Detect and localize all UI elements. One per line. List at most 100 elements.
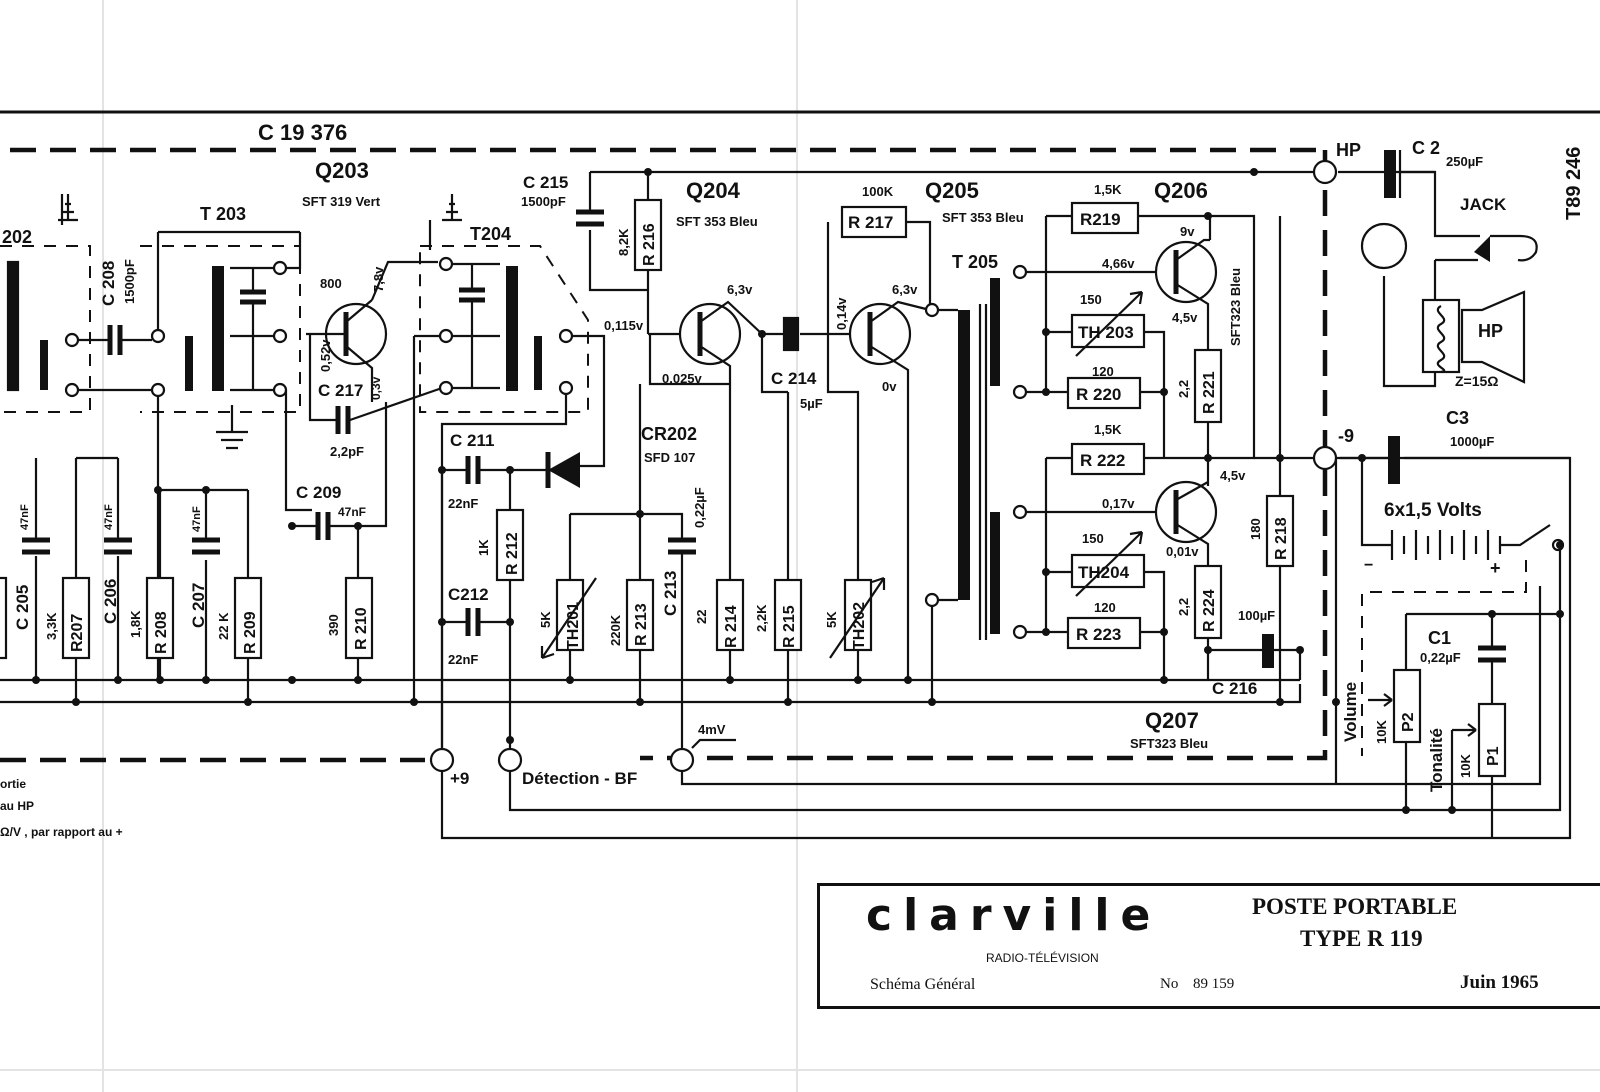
c3-name: C3 (1446, 408, 1469, 428)
q206-name: Q206 (1154, 178, 1208, 203)
c1-value: 0,22µF (1420, 650, 1461, 665)
r216-name: R 216 (641, 223, 658, 266)
r215-name: R 215 (781, 605, 798, 648)
q205-ve: 0v (882, 379, 897, 394)
r216-resistor (633, 198, 663, 272)
r216-value: 8,2K (616, 228, 631, 256)
minus9-label: -9 (1338, 426, 1354, 446)
terminal (558, 328, 574, 344)
r218-value: 180 (1248, 518, 1263, 540)
speaker-label: HP (1478, 321, 1503, 341)
r220-resistor (1066, 376, 1142, 410)
q206-vc: 9v (1180, 224, 1195, 239)
drawing-code: C 19 376 (258, 120, 347, 145)
wire (412, 262, 500, 702)
p1-name: P1 (1485, 746, 1502, 766)
terminal (272, 382, 288, 398)
wire (284, 232, 312, 512)
r214-value: 22 (694, 610, 709, 624)
signal-label: 4mV (698, 722, 726, 737)
r208-resistor (145, 576, 175, 660)
wire (440, 740, 684, 749)
c2-value: 250µF (1446, 154, 1483, 169)
c214-capacitor (782, 316, 800, 352)
drawing-number: 89 159 (1193, 976, 1235, 992)
th201-arrow-icon (540, 577, 597, 660)
c207-name: C 207 (189, 583, 208, 628)
hp-terminal (1312, 159, 1338, 185)
q206-leads (1175, 238, 1210, 350)
r213-value: 220K (608, 614, 623, 646)
cr202-diode-icon (548, 452, 580, 488)
q207-transistor (1154, 480, 1218, 544)
c3-value: 1000µF (1450, 434, 1494, 449)
th202-arrow-icon (829, 576, 886, 659)
q207-leads (1175, 481, 1210, 566)
r214-name: R 214 (723, 605, 740, 648)
battery-plus: + (1490, 558, 1501, 578)
r221-value: 2,2 (1176, 380, 1191, 398)
p2-role: Volume (1341, 682, 1360, 742)
r224-name: R 224 (1201, 589, 1218, 632)
r212-value: 1K (476, 539, 491, 556)
r215-resistor (773, 578, 803, 652)
r209-resistor (233, 576, 263, 660)
switch-link (1361, 560, 1527, 756)
c208-name: C 208 (99, 261, 118, 306)
c3-capacitor (1388, 436, 1400, 484)
th202-value: 5K (824, 611, 839, 628)
r212-name: R 212 (504, 532, 521, 575)
terminal (64, 382, 80, 398)
rail-detection (680, 586, 1542, 786)
hp-terminal-label: HP (1336, 140, 1361, 160)
ground-icon (216, 405, 248, 450)
th204-arrow-icon (1075, 530, 1144, 597)
r223-value: 120 (1094, 600, 1116, 615)
terminal (150, 328, 166, 344)
c209-name: C 209 (296, 483, 341, 502)
c2-capacitor (1384, 150, 1396, 198)
t204-secondary (534, 336, 542, 390)
r210-resistor (344, 576, 374, 660)
c209-value: 47nF (338, 505, 366, 519)
detection-terminal (497, 747, 523, 773)
wire (762, 220, 932, 680)
r217-resistor (840, 205, 908, 239)
r221-name: R 221 (1201, 371, 1218, 414)
t205-secondary-top (990, 278, 1000, 386)
note-line-3: Ω/V , par rapport au + (0, 825, 123, 839)
r224-value: 2,2 (1176, 598, 1191, 616)
c1-name: C1 (1428, 628, 1451, 648)
q203-v4: 0,3v (369, 376, 383, 400)
p1-tone-pot[interactable] (1477, 702, 1507, 778)
c216-value: 100µF (1238, 608, 1275, 623)
t204-core (506, 266, 518, 391)
wire (1046, 214, 1256, 460)
detection-label: Détection - BF (522, 769, 637, 788)
t205-secondary-bottom (990, 512, 1000, 634)
q205-type: SFT 353 Bleu (942, 210, 1024, 225)
p2-name: P2 (1400, 712, 1417, 732)
battery-minus: − (1364, 557, 1373, 574)
p2-volume-pot[interactable] (1392, 668, 1422, 744)
jack-icon (1474, 236, 1490, 262)
c206-value: 47nF (103, 504, 115, 530)
r219-name: R219 (1080, 210, 1121, 229)
c2-name: C 2 (1412, 138, 1440, 158)
t203-label: T 203 (200, 204, 246, 224)
r209-name: R 209 (242, 611, 259, 654)
terminal (924, 592, 940, 608)
impedance-label: Z=15Ω (1455, 373, 1499, 389)
wire (440, 334, 606, 470)
minus9-terminal (1312, 445, 1338, 471)
speaker-coil-icon (1436, 305, 1446, 374)
terminal (1012, 624, 1028, 640)
r218-resistor (1265, 494, 1295, 568)
th201-name: TH201 (565, 602, 582, 650)
side-code: T89 246 (1563, 147, 1585, 220)
plus9-label: +9 (450, 769, 469, 788)
c214-name: C 214 (771, 369, 817, 388)
r210-name: R 210 (353, 607, 370, 650)
p1-value: 10K (1458, 754, 1473, 778)
